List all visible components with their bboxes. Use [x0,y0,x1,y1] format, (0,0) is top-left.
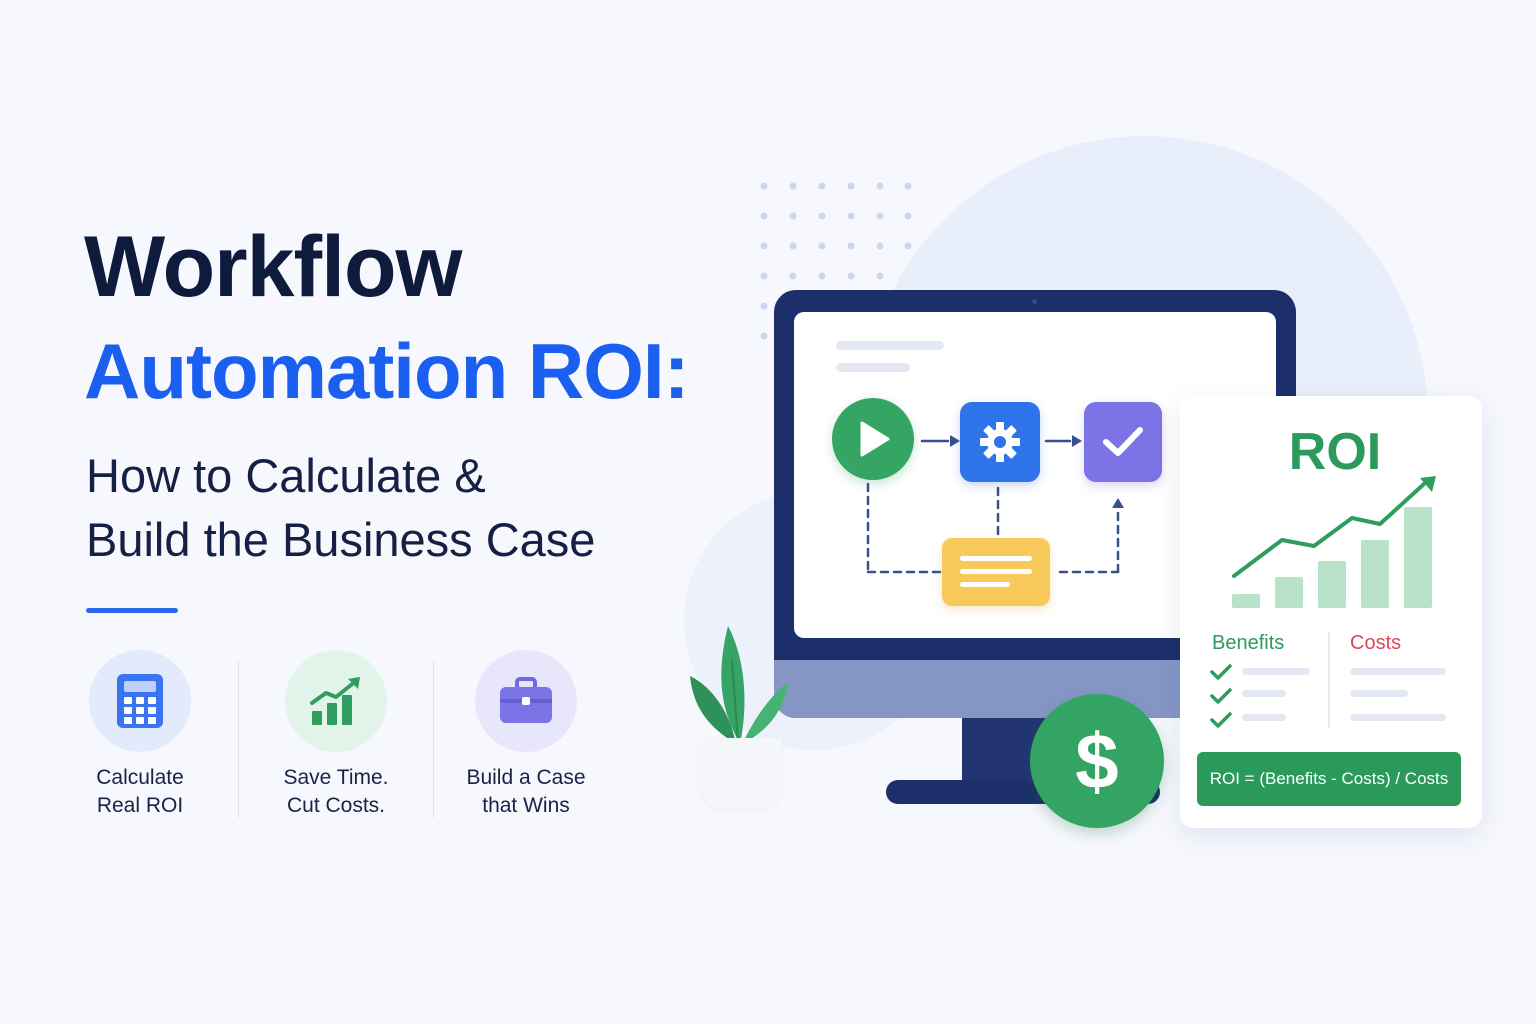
roi-bar [1404,507,1432,608]
dot-grid-decoration [760,182,912,340]
benefits-checklist [1210,664,1232,728]
feature-label-line-1: Calculate [96,766,184,789]
roi-growth-chart [1232,476,1436,608]
check-icon [1210,712,1232,728]
feature-build-case: Build a Case that Wins [436,650,616,820]
roi-bar [1318,561,1346,608]
plant-pot [700,738,782,808]
briefcase-icon [475,650,577,752]
growth-chart-icon [285,650,387,752]
benefit-line [1242,714,1286,721]
feature-label: Save Time. Cut Costs. [246,764,426,820]
benefit-line [1242,668,1310,675]
roi-bar [1275,577,1303,608]
feature-label-line-2: Cut Costs. [286,794,386,817]
document-icon [942,538,1050,606]
title-line-1: Workflow [84,219,462,315]
feature-label: Calculate Real ROI [50,764,230,820]
feature-save-time: Save Time. Cut Costs. [246,650,426,820]
accent-underline [86,608,178,613]
screen-placeholder-line [836,341,944,350]
cost-line [1350,714,1446,721]
feature-divider [433,660,434,818]
cost-line [1350,690,1408,697]
dollar-symbol: $ [1075,716,1119,805]
feature-label: Build a Case that Wins [436,764,616,820]
benefits-label: Benefits [1212,632,1285,654]
roi-formula: ROI = (Benefits - Costs) / Costs [1197,752,1461,806]
subtitle: How to Calculate & Build the Business Ca… [86,444,595,572]
subtitle-line-1: How to Calculate & [86,449,486,502]
benefit-line [1242,690,1286,697]
card-column-divider [1328,632,1330,728]
feature-label-line-2: Real ROI [96,794,184,817]
camera-dot [1032,299,1037,304]
costs-label: Costs [1350,632,1402,654]
title-line-2: Automation ROI: [84,327,690,415]
cost-line [1350,668,1446,675]
workflow-connectors [866,435,1124,574]
check-icon [1210,688,1232,704]
calculator-icon [89,650,191,752]
subtitle-line-2: Build the Business Case [86,513,596,566]
feature-label-line-1: Build a Case [466,766,586,789]
plant-icon [690,626,788,745]
roi-bar [1361,540,1389,608]
roi-card-title: ROI [1288,423,1382,481]
roi-trend-line [1232,482,1426,578]
play-icon [832,398,914,480]
gear-icon [960,402,1040,482]
feature-label-line-1: Save Time. [283,766,389,789]
roi-bar [1232,594,1260,608]
screen-placeholder-line [836,363,910,372]
roi-trend-arrow [1420,476,1436,492]
feature-label-line-2: that Wins [482,794,570,817]
feature-calculate-roi: Calculate Real ROI [50,650,230,820]
dollar-coin-icon: $ [1030,694,1164,828]
check-icon [1084,402,1162,482]
feature-divider [238,660,239,818]
check-icon [1210,664,1232,680]
